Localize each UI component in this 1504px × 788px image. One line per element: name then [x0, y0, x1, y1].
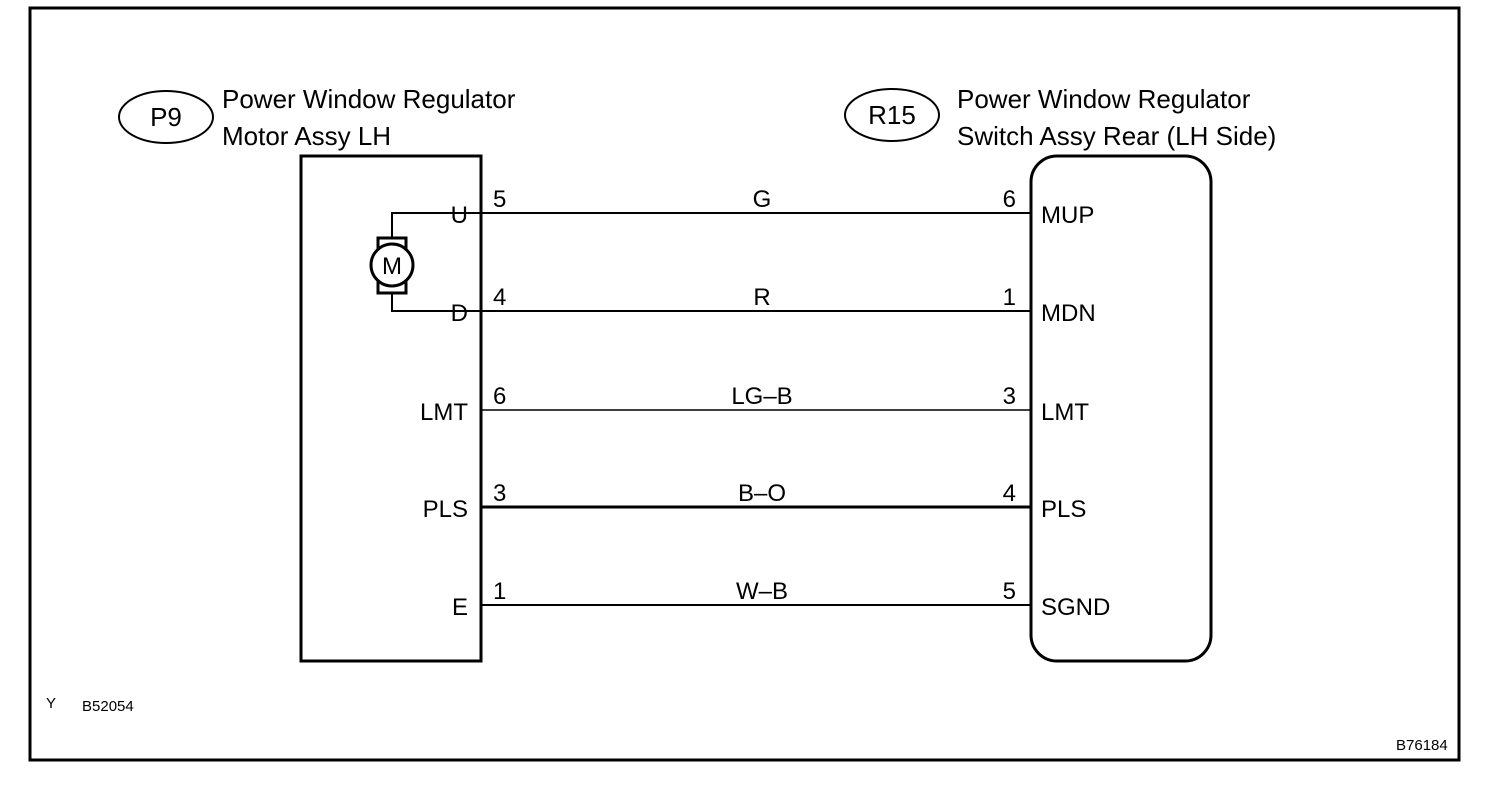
right-component-box: [1029, 154, 1213, 663]
right-terminal-label: SGND: [1041, 594, 1110, 621]
right-pin-number: 6: [1003, 186, 1016, 213]
right-terminal-label: LMT: [1041, 399, 1089, 426]
motor-icon: [369, 212, 481, 312]
right-component-name-line1: Power Window Regulator: [957, 84, 1251, 114]
right-connector-code: R15: [868, 100, 916, 130]
left-pin-number: 4: [493, 284, 506, 311]
left-pin-number: 1: [493, 578, 506, 605]
left-pin-number: 6: [493, 383, 506, 410]
footer-right-code: B76184: [1396, 737, 1448, 754]
wire-color-label: B–O: [738, 480, 786, 507]
right-terminal-label: MUP: [1041, 202, 1094, 229]
wire-color-label: G: [753, 186, 772, 213]
right-terminal-label: MDN: [1041, 300, 1096, 327]
outer-frame: [28, 6, 1461, 762]
motor-symbol-label: M: [382, 253, 402, 280]
right-pin-number: 4: [1003, 480, 1016, 507]
right-pin-number: 3: [1003, 383, 1016, 410]
left-pin-number: 3: [493, 480, 506, 507]
right-pin-number: 5: [1003, 578, 1016, 605]
right-component-name-line2: Switch Assy Rear (LH Side): [957, 121, 1276, 151]
left-pin-number: 5: [493, 186, 506, 213]
left-connector-code-badge: [118, 90, 214, 144]
wire-color-label: W–B: [736, 578, 788, 605]
left-component-name-line1: Power Window Regulator: [222, 84, 516, 114]
left-terminal-label: U: [451, 202, 468, 229]
right-pin-number: 1: [1003, 284, 1016, 311]
left-terminal-label: E: [452, 594, 468, 621]
left-terminal-label: LMT: [420, 399, 468, 426]
footer-marker: Y: [46, 695, 56, 712]
left-terminal-label: PLS: [423, 496, 468, 523]
right-terminal-label: PLS: [1041, 496, 1086, 523]
wire-color-label: LG–B: [731, 383, 792, 410]
wire-color-label: R: [753, 284, 770, 311]
footer-left-code: B52054: [82, 698, 134, 715]
left-terminal-label: D: [451, 300, 468, 327]
right-connector-code-badge: [844, 88, 940, 142]
left-component-name-line2: Motor Assy LH: [222, 121, 391, 151]
left-component-box: [299, 154, 483, 663]
left-connector-code: P9: [150, 102, 182, 132]
